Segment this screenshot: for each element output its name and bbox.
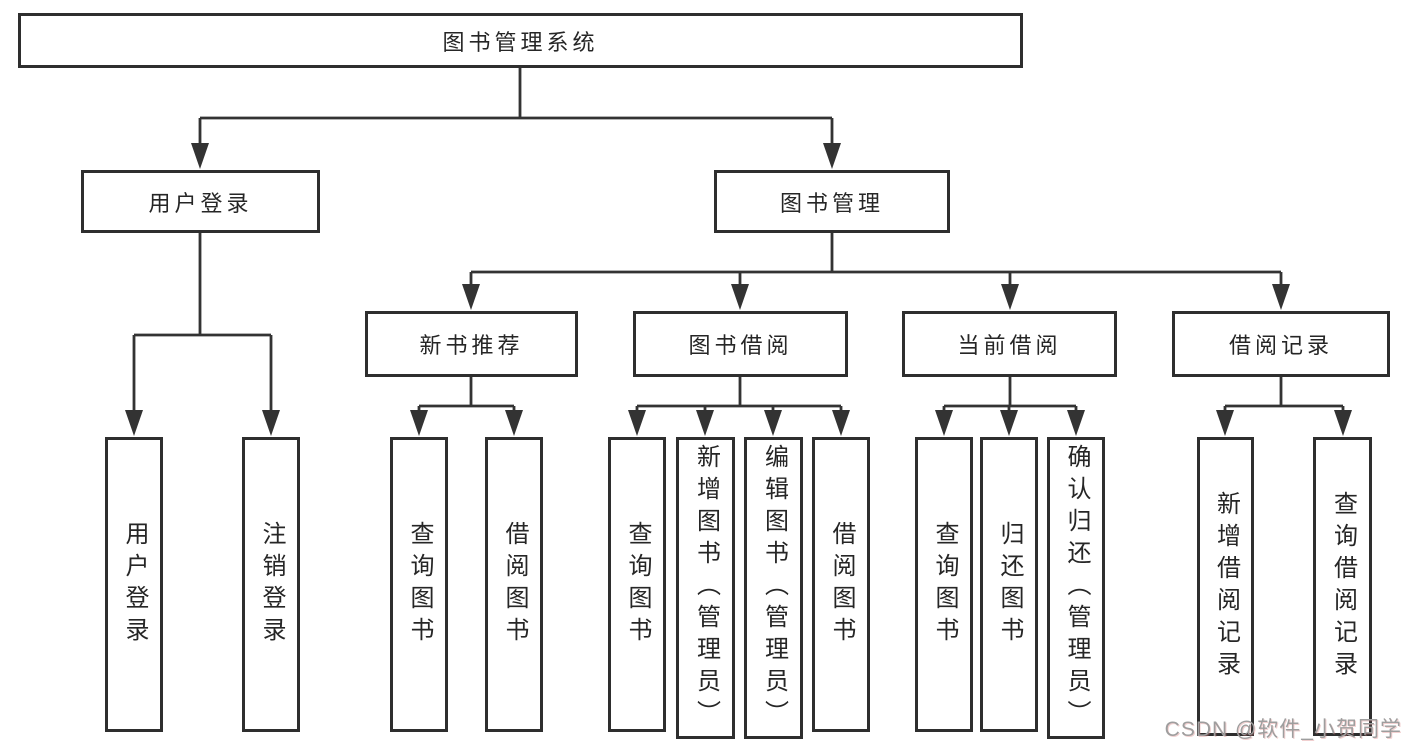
leaf-current-return-book-label: 归还图书	[996, 520, 1023, 649]
leaf-borrow-add-book-admin: 新增图书（管理员）	[676, 437, 735, 739]
node-borrow-records: 借阅记录	[1172, 311, 1390, 377]
leaf-borrow-borrow-book: 借阅图书	[812, 437, 870, 732]
leaf-current-query-book-label: 查询图书	[931, 520, 958, 649]
leaf-user-login-label: 用户登录	[121, 520, 148, 649]
node-root: 图书管理系统	[18, 13, 1023, 68]
node-book-management-label: 图书管理	[779, 190, 884, 216]
leaf-recommend-query-book-label: 查询图书	[406, 520, 433, 649]
csdn-watermark: CSDN @软件_小贺同学	[1164, 718, 1402, 741]
node-book-borrow-label: 图书借阅	[688, 333, 793, 358]
leaf-records-query-record: 查询借阅记录	[1313, 437, 1372, 736]
node-book-management: 图书管理	[714, 170, 950, 233]
node-root-label: 图书管理系统	[442, 29, 599, 55]
node-current-borrow: 当前借阅	[902, 311, 1117, 377]
leaf-recommend-query-book: 查询图书	[390, 437, 448, 732]
leaf-records-add-record-label: 新增借阅记录	[1212, 490, 1240, 683]
node-user-login: 用户登录	[81, 170, 320, 233]
leaf-records-add-record: 新增借阅记录	[1197, 437, 1254, 736]
leaf-borrow-query-book: 查询图书	[608, 437, 666, 732]
leaf-logout-label: 注销登录	[258, 520, 285, 649]
leaf-borrow-add-book-admin-label: 新增图书（管理员）	[692, 444, 720, 732]
leaf-recommend-borrow-book: 借阅图书	[485, 437, 543, 732]
leaf-current-return-book: 归还图书	[980, 437, 1038, 732]
leaf-user-login: 用户登录	[105, 437, 163, 732]
leaf-borrow-borrow-book-label: 借阅图书	[828, 520, 855, 649]
node-new-book-recommend-label: 新书推荐	[419, 333, 524, 358]
node-new-book-recommend: 新书推荐	[365, 311, 578, 377]
node-current-borrow-label: 当前借阅	[957, 333, 1062, 358]
leaf-borrow-edit-book-admin: 编辑图书（管理员）	[744, 437, 803, 739]
node-user-login-label: 用户登录	[148, 190, 253, 216]
leaf-borrow-query-book-label: 查询图书	[624, 520, 651, 649]
node-borrow-records-label: 借阅记录	[1228, 333, 1333, 358]
leaf-borrow-edit-book-admin-label: 编辑图书（管理员）	[760, 444, 788, 732]
leaf-current-confirm-return-admin-label: 确认归还（管理员）	[1063, 444, 1090, 732]
leaf-current-confirm-return-admin: 确认归还（管理员）	[1047, 437, 1105, 739]
leaf-records-query-record-label: 查询借阅记录	[1329, 490, 1357, 683]
connector-paths	[132, 68, 1345, 412]
leaf-current-query-book: 查询图书	[915, 437, 973, 732]
leaf-logout: 注销登录	[242, 437, 300, 732]
node-book-borrow: 图书借阅	[633, 311, 848, 377]
leaf-recommend-borrow-book-label: 借阅图书	[501, 520, 528, 649]
arrowheads	[125, 143, 1352, 436]
